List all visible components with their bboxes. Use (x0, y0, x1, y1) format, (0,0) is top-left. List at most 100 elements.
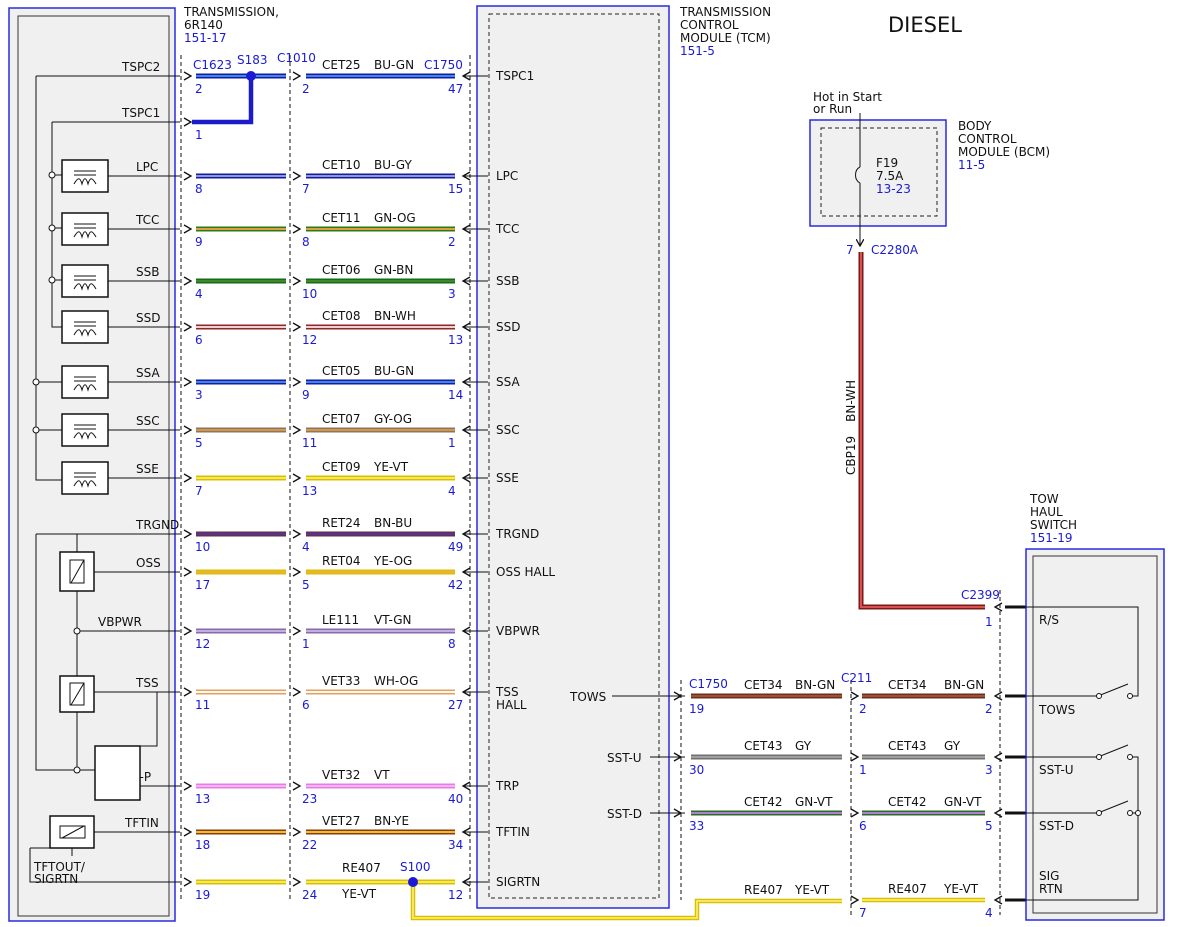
tow-ref-link[interactable]: 151-19 (1030, 531, 1073, 545)
pin-number: 4 (448, 484, 456, 498)
connector-arrow-icon (292, 171, 302, 181)
terminal-label: SSD (136, 311, 160, 325)
tow-rtn-label: RTN (1039, 882, 1063, 896)
bcm-title-2: CONTROL (958, 132, 1017, 146)
bcm-ref-link[interactable]: 11-5 (958, 158, 985, 172)
tow-title-3: SWITCH (1030, 518, 1077, 532)
transmission-title-2: 6R140 (184, 18, 223, 32)
pin-number: 3 (985, 763, 993, 777)
wire-color: BU-GY (374, 158, 412, 172)
fuse-name: F19 (876, 156, 898, 170)
pin-number: 33 (689, 819, 704, 833)
connector-arrow-icon (292, 626, 302, 636)
wire-color: VT-GN (374, 613, 411, 627)
connector-arrow-icon (183, 276, 193, 286)
pin-number: 8 (448, 637, 456, 651)
terminal-label: TFTIN (124, 816, 159, 830)
tcm-terminal-label: TSPC1 (495, 69, 534, 83)
pin-number: 1 (195, 128, 203, 142)
circuit-id: RE407 (744, 883, 783, 897)
circuit-id: CET43 (744, 739, 783, 753)
pin-number: 8 (302, 235, 310, 249)
pin-number: 13 (195, 792, 210, 806)
pin-number: 13 (302, 484, 317, 498)
pin-number: 1 (448, 436, 456, 450)
connector-c1750: C1750 (424, 58, 463, 72)
pin-number: 2 (302, 82, 310, 96)
connector-arrow-icon (993, 602, 1003, 612)
transmission-title-1: TRANSMISSION, (183, 5, 279, 19)
wire-color: BN-GN (795, 678, 835, 692)
tcm-ref-link[interactable]: 151-5 (680, 44, 715, 58)
solenoid-icon (61, 264, 109, 298)
solenoid-icon (61, 365, 109, 399)
circuit-id: CET34 (744, 678, 783, 692)
connector-arrow-icon (292, 529, 302, 539)
terminal-label: TSS (135, 676, 159, 690)
fuse-amps: 7.5A (876, 169, 904, 183)
circuit-id: CET05 (322, 364, 361, 378)
connector-arrow-icon (183, 529, 193, 539)
wire-color: YE-VT (794, 883, 830, 897)
pin-number: 40 (448, 792, 463, 806)
wire-color: GN-OG (374, 211, 416, 225)
connector-arrow-icon (850, 691, 860, 701)
pin-number: 23 (302, 792, 317, 806)
c2399-label: C2399 (961, 588, 1000, 602)
connector-arrow-icon (183, 781, 193, 791)
solenoid-icon (61, 212, 109, 246)
circuit-id: CET43 (888, 739, 927, 753)
connector-arrow-icon (183, 322, 193, 332)
circuit-id: CET42 (744, 795, 783, 809)
solenoid-icon (61, 159, 109, 193)
wire-color: BU-GN (374, 58, 414, 72)
pin-number: 4 (195, 287, 203, 301)
wire-color: YE-OG (373, 554, 412, 568)
connector-arrow-icon (292, 877, 302, 887)
connector-arrow-icon (183, 473, 193, 483)
pin-number: 5 (195, 436, 203, 450)
pin-number: 27 (448, 698, 463, 712)
tcm-terminal-label: SSB (496, 274, 519, 288)
pin-number: 3 (195, 388, 203, 402)
fuse-ref-link[interactable]: 13-23 (876, 182, 911, 196)
circuit-id: CET08 (322, 309, 361, 323)
transmission-ref-link[interactable]: 151-17 (184, 31, 227, 45)
circuit-id: RET24 (322, 516, 361, 530)
pin-number: 7 (859, 906, 867, 920)
pin-number: 7 (302, 182, 310, 196)
tcm-terminal-label: SSA (496, 375, 520, 389)
tcm-terminal-label: TSS (495, 685, 519, 699)
connector-arrow-icon (673, 752, 683, 762)
connector-arrow-icon (292, 377, 302, 387)
terminal-label: TRGND (135, 518, 179, 532)
pin-number: 34 (448, 838, 463, 852)
wire-color: GN-BN (374, 263, 413, 277)
pin-number: 5 (985, 819, 993, 833)
circuit-id: RE407 (342, 861, 381, 875)
connector-arrow-icon (292, 224, 302, 234)
terminal-label: TFTOUT/ (33, 860, 86, 874)
pin-number: 3 (448, 287, 456, 301)
connector-arrow-icon (292, 71, 302, 81)
circuit-id: CET34 (888, 678, 927, 692)
cbp19-label: CBP19BN-WH (844, 380, 858, 475)
pin-number: 11 (302, 436, 317, 450)
diagram-title: DIESEL (888, 13, 962, 37)
solenoid-icon (61, 310, 109, 344)
terminal-label: TCC (135, 213, 159, 227)
wire-color: GN-VT (795, 795, 833, 809)
terminal-label: SSC (136, 414, 160, 428)
connector-arrow-icon (292, 567, 302, 577)
circuit-id: CET09 (322, 460, 361, 474)
tcm-terminal-label: SSC (496, 423, 520, 437)
circuit-id: CET11 (322, 211, 361, 225)
terminal-label: LPC (136, 160, 158, 174)
pin-number: 11 (195, 698, 210, 712)
pin-number: 4 (302, 540, 310, 554)
tcm-terminal-label: TOWS (569, 690, 606, 704)
pin-number: 7 (195, 484, 203, 498)
tcm-terminal-label: TRP (495, 779, 519, 793)
